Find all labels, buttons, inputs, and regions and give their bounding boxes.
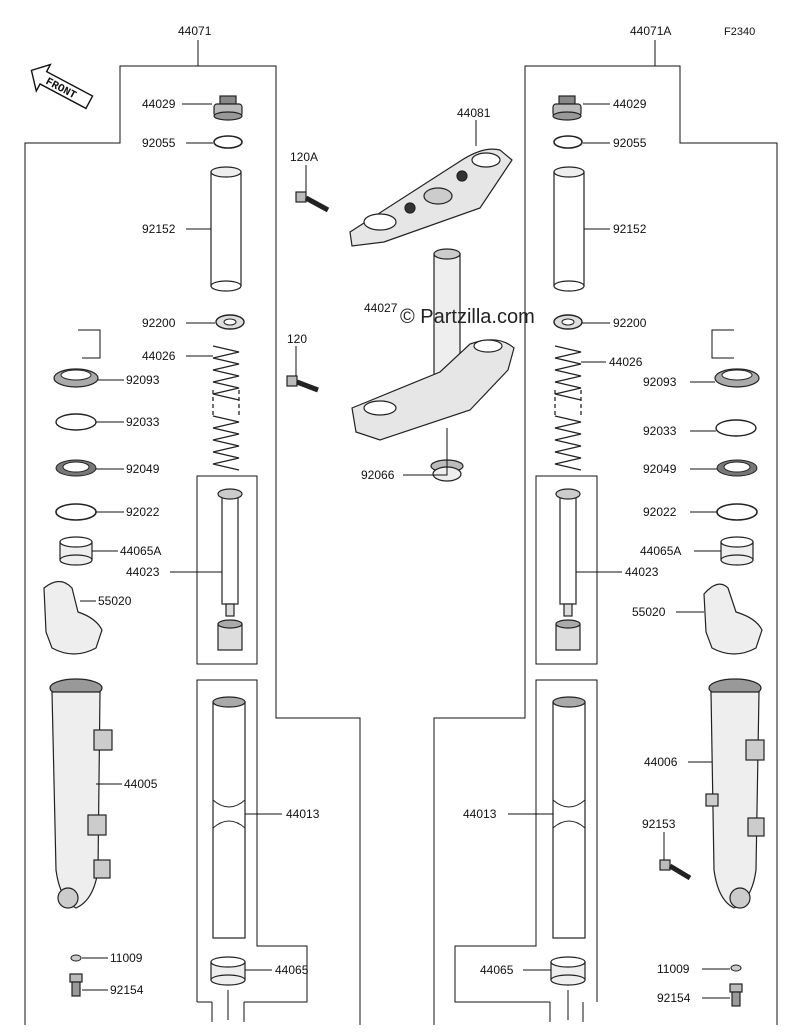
oil-seal-icon[interactable] bbox=[53, 329, 101, 388]
bolt-120A-icon[interactable] bbox=[295, 191, 330, 213]
callout-44029[interactable]: 44029 bbox=[142, 97, 176, 111]
inner-tube-icon[interactable] bbox=[552, 696, 586, 939]
left-fork-parts bbox=[43, 95, 246, 997]
figure-code: F2340 bbox=[724, 26, 755, 38]
axle-clamp-bolt-icon[interactable] bbox=[659, 859, 692, 881]
bottom-bushing-icon[interactable] bbox=[210, 956, 246, 986]
callout-r-92033[interactable]: 92033 bbox=[643, 424, 677, 438]
callout-r-44065[interactable]: 44065 bbox=[480, 963, 514, 977]
seal-washer-icon[interactable] bbox=[55, 503, 97, 521]
cap-bolt-icon[interactable] bbox=[552, 95, 582, 121]
upper-bracket-icon[interactable] bbox=[349, 148, 513, 247]
callout-r-44065A[interactable]: 44065A bbox=[640, 544, 681, 558]
callout-120A[interactable]: 120A bbox=[290, 150, 318, 164]
callout-r-44023[interactable]: 44023 bbox=[625, 565, 659, 579]
bushing-icon[interactable] bbox=[720, 536, 754, 566]
callout-92066[interactable]: 92066 bbox=[361, 468, 395, 482]
center-parts: © Partzilla.com bbox=[286, 148, 535, 482]
callout-r-92153[interactable]: 92153 bbox=[642, 817, 676, 831]
callout-r-92200[interactable]: 92200 bbox=[613, 316, 647, 330]
callout-r-11009[interactable]: 11009 bbox=[657, 962, 690, 976]
outer-tube-icon[interactable] bbox=[705, 678, 765, 909]
callout-44065[interactable]: 44065 bbox=[275, 963, 309, 977]
callout-r-44013[interactable]: 44013 bbox=[463, 807, 497, 821]
right-callouts: 44029 92055 92152 92200 44026 92093 9203… bbox=[463, 97, 730, 1005]
o-ring-icon[interactable] bbox=[213, 135, 243, 149]
bushing-icon[interactable] bbox=[59, 536, 93, 566]
assembly-outlines bbox=[24, 40, 778, 1025]
callout-r-44026[interactable]: 44026 bbox=[609, 355, 643, 369]
callout-r-55020[interactable]: 55020 bbox=[632, 605, 666, 619]
steering-stem-icon[interactable] bbox=[351, 248, 515, 441]
callout-120[interactable]: 120 bbox=[287, 332, 307, 346]
front-direction-icon: FRONT bbox=[30, 63, 94, 110]
callout-44026[interactable]: 44026 bbox=[142, 349, 176, 363]
right-assembly-outline bbox=[433, 65, 778, 1025]
dust-seal-icon[interactable] bbox=[716, 459, 758, 477]
callout-92152[interactable]: 92152 bbox=[142, 222, 176, 236]
watermark: © Partzilla.com bbox=[400, 306, 535, 328]
callout-r-92154[interactable]: 92154 bbox=[657, 991, 691, 1005]
gasket-icon[interactable] bbox=[70, 954, 82, 962]
damper-cylinder-icon[interactable] bbox=[555, 488, 581, 651]
bottom-bolt-icon[interactable] bbox=[729, 983, 743, 1007]
fork-spring-icon[interactable] bbox=[212, 345, 240, 471]
bottom-bolt-icon[interactable] bbox=[69, 973, 83, 997]
callout-44005[interactable]: 44005 bbox=[124, 777, 158, 791]
callout-92022[interactable]: 92022 bbox=[126, 505, 160, 519]
callout-r-92022[interactable]: 92022 bbox=[643, 505, 677, 519]
fork-guard-icon[interactable] bbox=[43, 580, 103, 655]
outer-tube-icon[interactable] bbox=[49, 678, 113, 909]
left-callouts: 44029 92055 92152 92200 44026 92093 9203… bbox=[80, 97, 320, 997]
callout-44013[interactable]: 44013 bbox=[286, 807, 320, 821]
bolt-120-icon[interactable] bbox=[286, 375, 319, 393]
right-fork-parts bbox=[550, 95, 765, 1007]
callout-92200[interactable]: 92200 bbox=[142, 316, 176, 330]
o-ring-icon[interactable] bbox=[553, 135, 583, 149]
callout-44081[interactable]: 44081 bbox=[457, 106, 491, 120]
circlip-icon[interactable] bbox=[55, 413, 97, 431]
callout-44027[interactable]: 44027 bbox=[364, 301, 398, 315]
dust-seal-icon[interactable] bbox=[55, 459, 97, 477]
callout-r-92093[interactable]: 92093 bbox=[643, 375, 677, 389]
spacer-tube-icon[interactable] bbox=[210, 166, 242, 292]
damper-cylinder-icon[interactable] bbox=[217, 488, 243, 651]
circlip-icon[interactable] bbox=[715, 419, 757, 437]
bottom-bushing-icon[interactable] bbox=[550, 956, 586, 986]
seal-washer-icon[interactable] bbox=[716, 503, 758, 521]
callout-92055[interactable]: 92055 bbox=[142, 136, 176, 150]
callout-r-92152[interactable]: 92152 bbox=[613, 222, 647, 236]
callout-r-44029[interactable]: 44029 bbox=[613, 97, 647, 111]
assembly-label-left[interactable]: 44071 bbox=[178, 24, 212, 38]
callout-r-92049[interactable]: 92049 bbox=[643, 462, 677, 476]
assembly-label-right[interactable]: 44071A bbox=[630, 24, 671, 38]
callout-44065A[interactable]: 44065A bbox=[120, 544, 161, 558]
callout-92049[interactable]: 92049 bbox=[126, 462, 160, 476]
callout-92033[interactable]: 92033 bbox=[126, 415, 160, 429]
fork-guard-icon[interactable] bbox=[703, 583, 763, 655]
inner-tube-icon[interactable] bbox=[212, 696, 246, 939]
callout-55020[interactable]: 55020 bbox=[98, 594, 132, 608]
callout-r-92055[interactable]: 92055 bbox=[613, 136, 647, 150]
oil-seal-icon[interactable] bbox=[711, 329, 760, 388]
callout-11009[interactable]: 11009 bbox=[110, 951, 143, 965]
cap-bolt-icon[interactable] bbox=[213, 95, 243, 121]
callout-92093[interactable]: 92093 bbox=[126, 373, 160, 387]
center-callouts: 44081 120A 44027 120 92066 bbox=[287, 106, 491, 482]
fork-spring-icon[interactable] bbox=[554, 345, 582, 471]
gasket-icon[interactable] bbox=[730, 964, 742, 972]
callout-92154[interactable]: 92154 bbox=[110, 983, 144, 997]
spacer-tube-icon[interactable] bbox=[553, 166, 585, 292]
callout-r-44006[interactable]: 44006 bbox=[644, 755, 678, 769]
callout-44023[interactable]: 44023 bbox=[126, 565, 160, 579]
